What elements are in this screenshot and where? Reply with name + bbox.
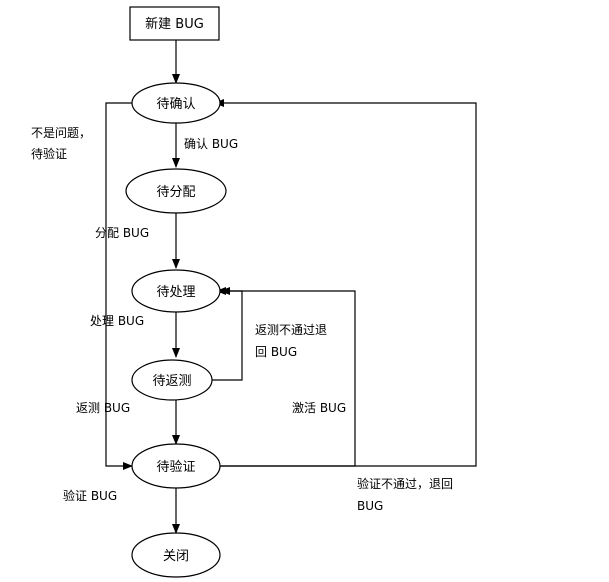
label-assign-bug: 分配 BUG [95, 226, 149, 240]
node-closed: 关闭 [131, 532, 221, 578]
edge-retest-fail-to-process [212, 287, 243, 381]
node-pending-verify-label: 待验证 [156, 459, 195, 475]
node-pending-retest-label: 待返测 [152, 374, 191, 389]
label-not-problem-line2: 待验证 [31, 146, 67, 161]
node-closed-label: 关闭 [163, 549, 189, 564]
label-process-bug: 处理 BUG [90, 314, 144, 328]
edge-verify-fail-to-confirm [214, 99, 477, 467]
node-pending-process-label: 待处理 [156, 285, 195, 300]
label-retest-bug: 返测 BUG [76, 401, 130, 415]
edge-activate-to-process [220, 287, 356, 467]
label-verify-fail-line2: BUG [357, 499, 383, 513]
label-retest-fail-line2: 回 BUG [255, 345, 297, 359]
label-activate-bug: 激活 BUG [292, 401, 346, 415]
label-retest-fail-line1: 返测不通过退 [255, 323, 327, 337]
node-pending-assign: 待分配 [125, 168, 227, 214]
node-pending-process: 待处理 [131, 269, 221, 313]
node-pending-confirm: 待确认 [131, 82, 221, 124]
node-new-bug: 新建 BUG [129, 6, 220, 41]
node-pending-retest: 待返测 [131, 359, 213, 401]
label-not-problem-line1: 不是问题， [31, 126, 91, 140]
node-pending-assign-label: 待分配 [156, 185, 195, 200]
label-verify-fail-line1: 验证不通过，退回 [357, 476, 453, 491]
node-new-bug-label: 新建 BUG [145, 16, 204, 32]
node-pending-verify: 待验证 [131, 443, 221, 489]
label-verify-bug: 验证 BUG [63, 488, 117, 503]
label-confirm-bug: 确认 BUG [184, 137, 238, 151]
node-pending-confirm-label: 待确认 [156, 97, 195, 112]
edge-not-problem-to-verify [105, 102, 139, 470]
